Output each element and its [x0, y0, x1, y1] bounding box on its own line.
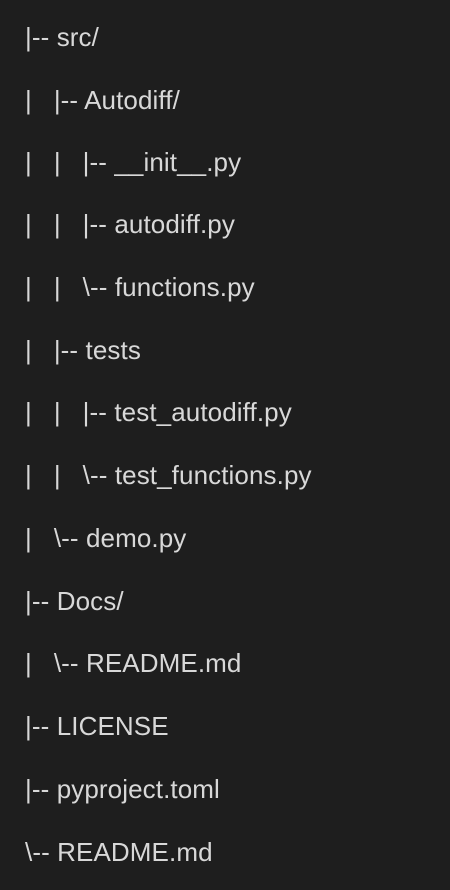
tree-line-test-autodiff-file: | | |-- test_autodiff.py [25, 397, 292, 427]
tree-line-functions-file: | | \-- functions.py [25, 272, 255, 302]
tree-line-test-functions-file: | | \-- test_functions.py [25, 460, 312, 490]
tree-line-docs-readme-file: | \-- README.md [25, 648, 242, 678]
tree-line-init-file: | | |-- __init__.py [25, 147, 242, 177]
tree-line-autodiff-dir: | |-- Autodiff/ [25, 85, 180, 115]
tree-line-tests-dir: | |-- tests [25, 335, 141, 365]
tree-line-autodiff-file: | | |-- autodiff.py [25, 209, 235, 239]
tree-line-license-file: |-- LICENSE [25, 711, 169, 741]
tree-line-pyproject-file: |-- pyproject.toml [25, 774, 220, 804]
tree-line-docs-dir: |-- Docs/ [25, 586, 124, 616]
tree-line-src-dir: |-- src/ [25, 22, 99, 52]
tree-line-root-readme-file: \-- README.md [25, 837, 213, 867]
tree-line-demo-file: | \-- demo.py [25, 523, 187, 553]
